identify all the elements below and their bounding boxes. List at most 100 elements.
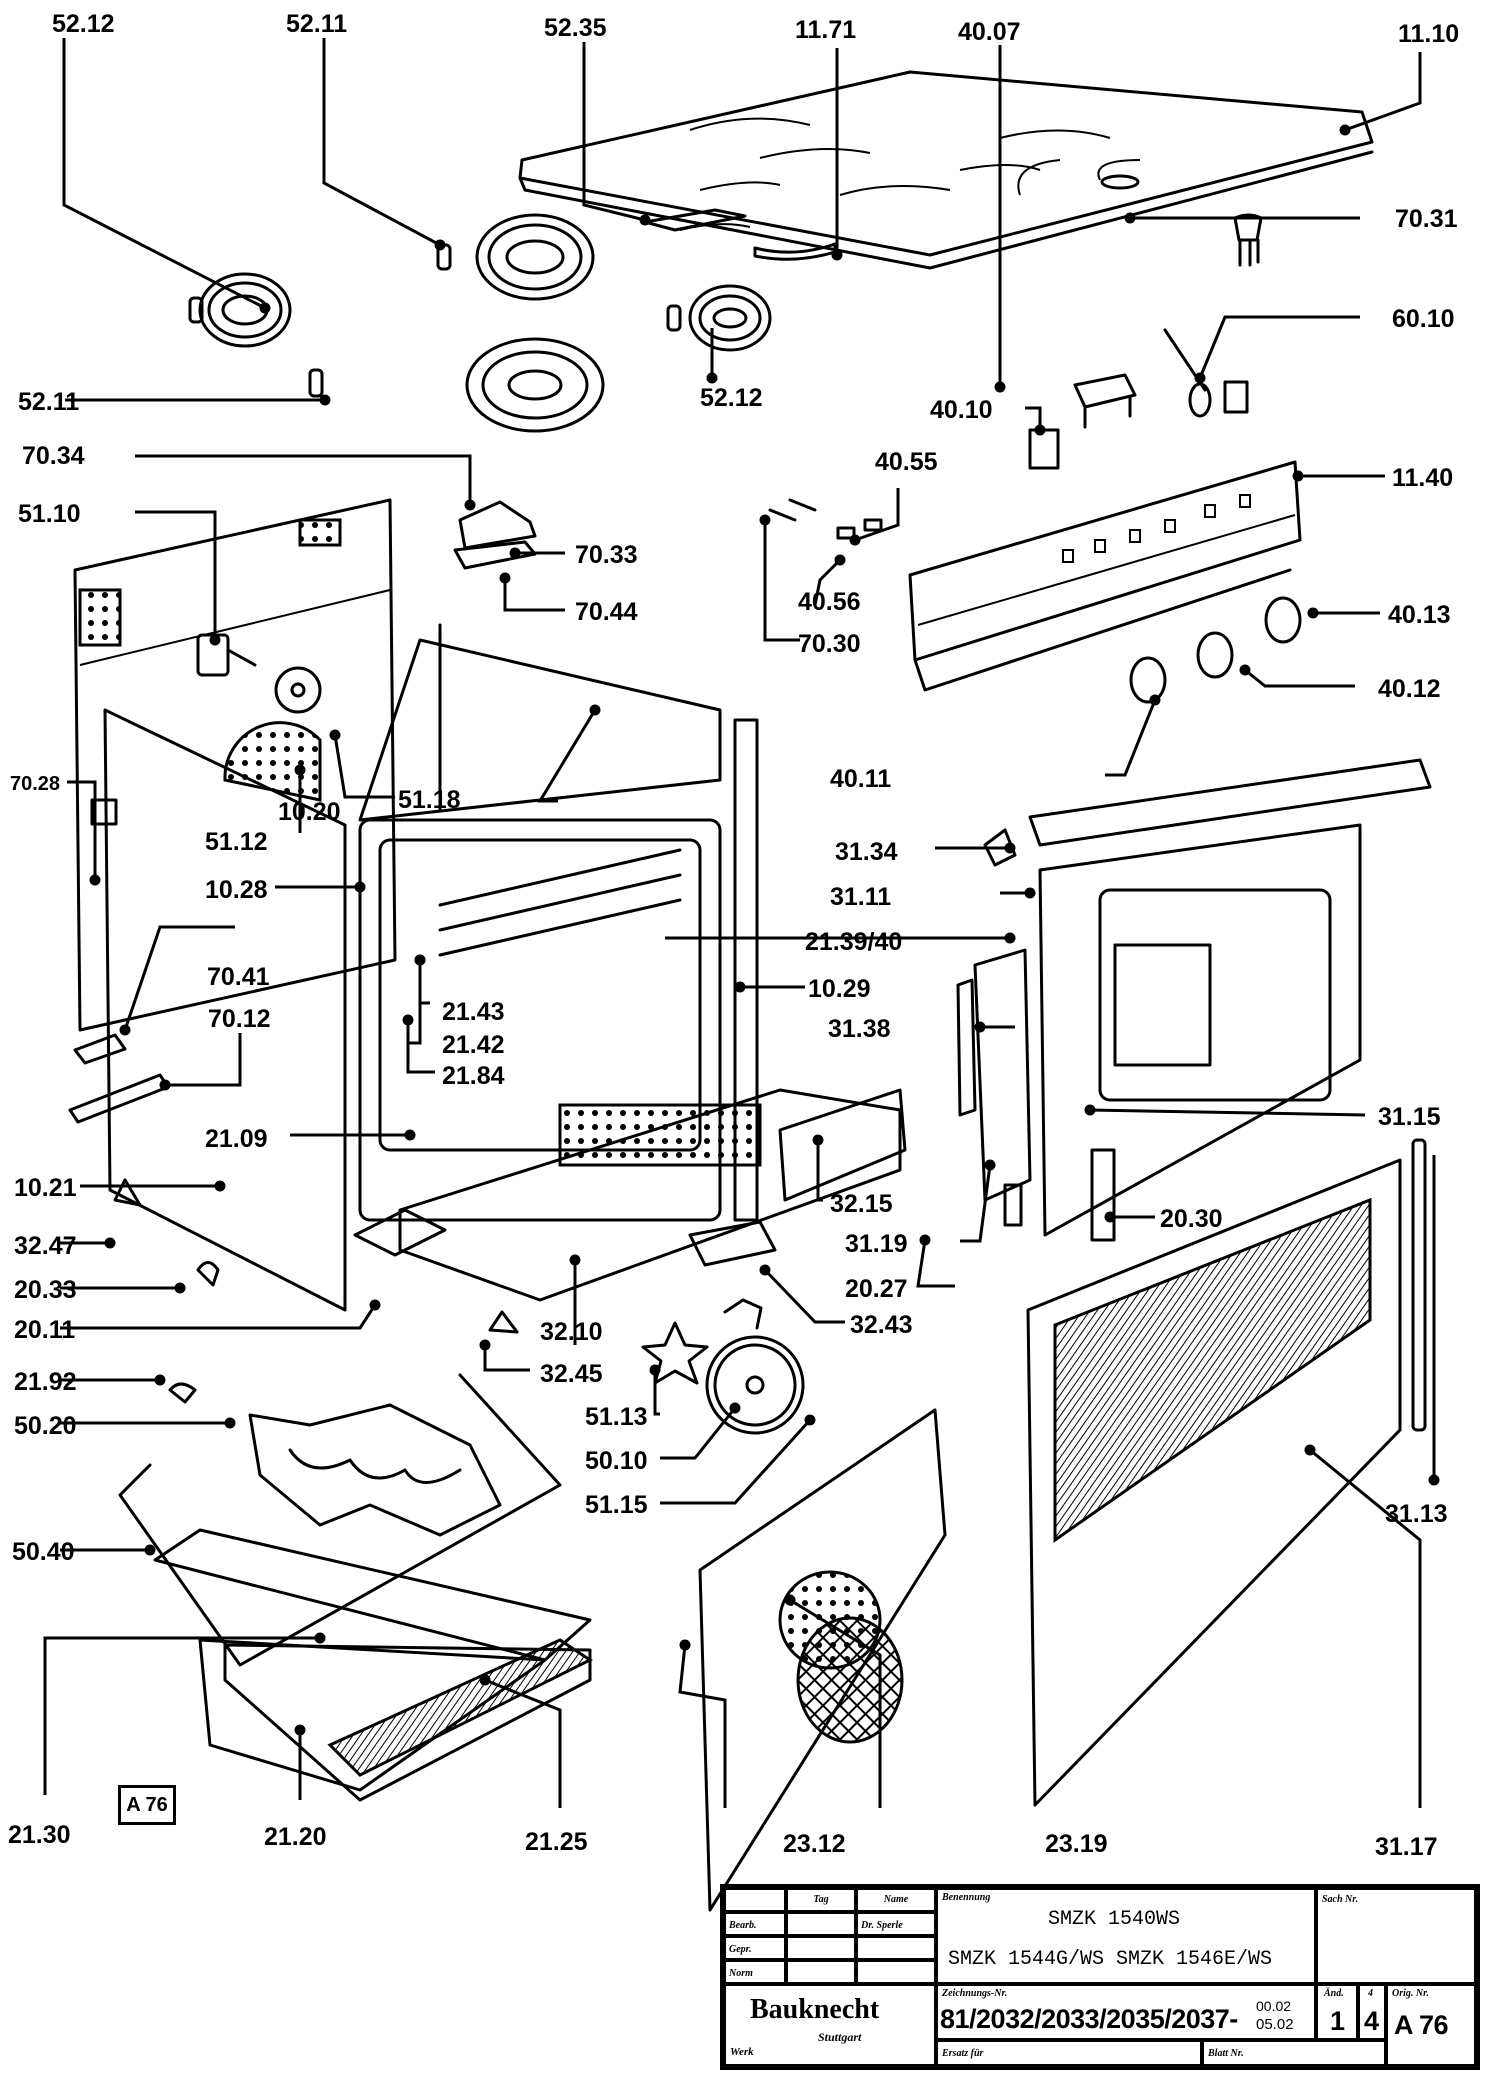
part-label: 70.41 (207, 963, 270, 991)
deep-tray (223, 1643, 592, 1802)
tb-bearb-name: Dr. Sperle (856, 1912, 936, 1936)
leader-endpoint-dot (1239, 664, 1251, 676)
leader-endpoint-dot (1034, 424, 1046, 436)
leader-endpoint-dot (1004, 932, 1016, 944)
part-label: 10.28 (205, 876, 268, 904)
circular-heating-element (705, 1335, 805, 1435)
bauknecht-logo: Bauknecht (750, 1994, 880, 2025)
part-label: 70.31 (1395, 205, 1458, 233)
leader-endpoint-dot (89, 874, 101, 886)
leader-endpoint-dot (214, 1180, 226, 1192)
part-label: 52.35 (544, 14, 607, 42)
model-line-2: SMZK 1544G/WS SMZK 1546E/WS (948, 1948, 1273, 1971)
part-label: 21.42 (442, 1031, 505, 1059)
tb-ersatz-label: Ersatz für (942, 2048, 984, 2059)
logo-city: Stuttgart (818, 2030, 862, 2044)
part-label: 40.55 (875, 448, 938, 476)
leader-endpoint-dot (919, 1234, 931, 1246)
part-label: 10.21 (14, 1174, 77, 1202)
tb-orig-value: A 76 (1394, 2010, 1449, 2040)
tb-aend-cell: Änd. 1 (1316, 1984, 1358, 2040)
leader-endpoint-dot (402, 1014, 414, 1026)
tb-zeichnungs-label: Zeichnungs-Nr. (942, 1988, 1008, 1999)
tb-orig-cell: Orig. Nr. A 76 (1386, 1984, 1476, 2066)
oven-cavity-front-frame (358, 818, 722, 1222)
part-label: 51.12 (205, 828, 268, 856)
fan-blade (274, 666, 322, 714)
leader-endpoint-dot (1304, 1444, 1316, 1456)
part-label: 31.19 (845, 1230, 908, 1258)
model-line-1: SMZK 1540WS (1048, 1908, 1181, 1931)
rear-fan-cover (698, 1408, 947, 1912)
drawing-suffix-bottom: 05.02 (1256, 2016, 1294, 2033)
part-label: 20.27 (845, 1275, 908, 1303)
part-label: 31.34 (835, 838, 898, 866)
leader-endpoint-dot (479, 1674, 491, 1686)
part-label: 50.40 (12, 1538, 75, 1566)
element-bracket (723, 1298, 763, 1330)
leader-endpoint-dot (734, 981, 746, 993)
part-label: 20.11 (14, 1316, 75, 1344)
leader-endpoint-dot (679, 1639, 691, 1651)
leader-endpoint-dot (319, 394, 331, 406)
tb-blatt-label: Blatt Nr. (1208, 2048, 1244, 2059)
drawing-suffix-top: 00.02 (1256, 1998, 1292, 2014)
part-label: 50.10 (585, 1447, 648, 1475)
control-knob (1129, 596, 1302, 704)
drawer-runner (688, 1220, 777, 1267)
leader-endpoint-dot (294, 764, 306, 776)
part-label: 70.12 (208, 1005, 271, 1033)
top-heating-element (248, 1403, 502, 1537)
leader-endpoint-dot (404, 1129, 416, 1141)
part-label: 21.30 (8, 1821, 71, 1849)
tb-corner (724, 1888, 786, 1912)
leader-endpoint-dot (784, 1594, 796, 1606)
tb-col-name: Name (856, 1888, 936, 1912)
hotplate-small-right (666, 284, 772, 352)
part-label: 21.25 (525, 1828, 588, 1856)
door-hinge (1003, 1148, 1116, 1242)
tb-sach-nr-label: Sach Nr. (1322, 1894, 1359, 1905)
part-label: 51.18 (398, 786, 461, 814)
part-label: 32.10 (540, 1318, 603, 1346)
leader-endpoint-dot (499, 572, 511, 584)
tb-orig-label: Orig. Nr. (1392, 1988, 1429, 1999)
leader-endpoint-dot (1428, 1474, 1440, 1486)
part-label: 40.10 (930, 396, 993, 424)
hotplate-large-top (436, 213, 595, 301)
indicator-lamps (768, 498, 883, 540)
part-label: 40.13 (1388, 601, 1451, 629)
tb-norm-name (856, 1960, 936, 1984)
part-label: 70.33 (575, 541, 638, 569)
leader-endpoint-dot (1339, 124, 1351, 136)
part-label: 23.19 (1045, 1830, 1108, 1858)
part-label: 21.84 (442, 1062, 505, 1090)
leader-endpoint-dot (1124, 212, 1136, 224)
leader-endpoint-dot (369, 1299, 381, 1311)
part-label: 31.38 (828, 1015, 891, 1043)
leader-endpoint-dot (464, 499, 476, 511)
leader-endpoint-dot (974, 1021, 986, 1033)
part-label: 20.33 (14, 1276, 77, 1304)
tb-werk-label: Werk (730, 2046, 754, 2058)
oven-back-panel (73, 498, 397, 1032)
tb-ersatz-cell: Ersatz für (936, 2040, 1202, 2066)
tb-gepr-name (856, 1936, 936, 1960)
leader-endpoint-dot (144, 1544, 156, 1556)
part-label: 11.10 (1398, 20, 1459, 48)
leader-endpoint-dot (639, 214, 651, 226)
part-label: 70.28 (10, 773, 60, 795)
door-top-trim (983, 758, 1432, 867)
convection-fan (641, 1321, 709, 1385)
tb-logo-cell: Bauknecht Stuttgart Werk (724, 1984, 936, 2066)
part-label: 40.12 (1378, 675, 1441, 703)
oven-side-panel-left (103, 708, 347, 1312)
leader-endpoint-dot (1004, 842, 1016, 854)
part-label: 21.39/40 (805, 928, 902, 956)
drawing-number: 81/2032/2033/2035/2037- (940, 2004, 1238, 2034)
part-labels: 52.12 52.11 52.35 11.71 40.07 11.10 70.3… (8, 10, 1459, 1861)
leader-endpoint-dot (831, 249, 843, 261)
part-label: 50.20 (14, 1412, 77, 1440)
